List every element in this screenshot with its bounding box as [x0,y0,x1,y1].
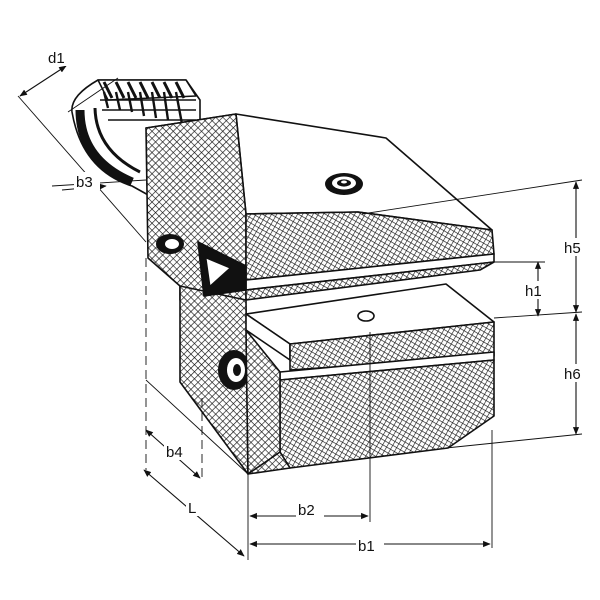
holder-body [145,113,495,475]
label-b3: b3 [76,174,93,191]
label-h6: h6 [564,366,581,383]
shank [71,79,201,197]
dimension-labels: d1 b3 h5 h1 h6 b4 L b2 b1 [46,48,590,555]
label-h1: h1 [525,283,542,300]
label-b4: b4 [166,444,183,461]
label-b1: b1 [358,538,375,555]
lower-front-face [279,359,495,469]
top-screw-icon [325,173,363,195]
serration-teeth [97,79,197,125]
label-b2: b2 [298,502,315,519]
upper-side-screw-icon [156,234,184,254]
side-screw-icon [218,350,250,390]
label-d1: d1 [48,50,65,67]
center-hole-icon [357,310,375,322]
label-L: L [188,500,196,517]
label-h5: h5 [564,240,581,257]
